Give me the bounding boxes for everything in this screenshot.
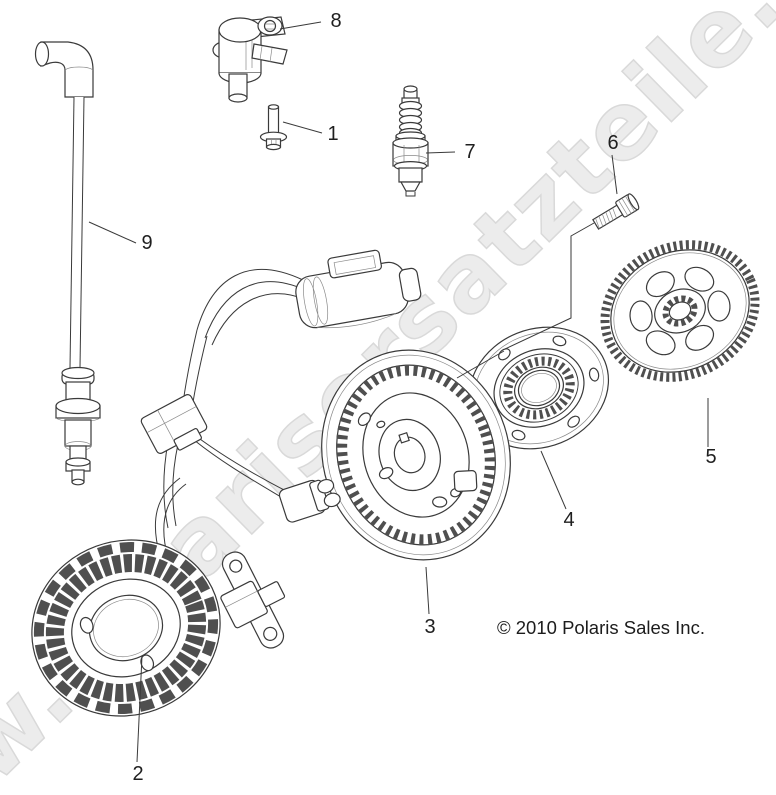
starter-gear-part bbox=[600, 240, 760, 382]
starter-clutch-part bbox=[468, 326, 610, 450]
stator-part bbox=[31, 539, 221, 717]
harness-main-connector bbox=[295, 249, 422, 329]
spark-plug-wire-part bbox=[34, 41, 101, 486]
harness-2pin-connector bbox=[278, 478, 341, 523]
flange-bolt-part bbox=[259, 104, 288, 151]
stator-harness bbox=[140, 249, 422, 649]
copyright-text: © 2010 Polaris Sales Inc. bbox=[497, 617, 705, 638]
callout-7: 7 bbox=[464, 141, 475, 163]
callout-9: 9 bbox=[141, 232, 152, 254]
callout-8: 8 bbox=[330, 10, 341, 32]
flywheel-part bbox=[321, 349, 511, 561]
callout-4: 4 bbox=[563, 509, 574, 531]
harness-clip bbox=[140, 394, 208, 454]
leader-lines bbox=[88, 21, 709, 763]
knurled-screw-part bbox=[592, 193, 640, 230]
callout-3: 3 bbox=[424, 616, 435, 638]
callout-5: 5 bbox=[705, 446, 716, 468]
callout-6: 6 bbox=[607, 132, 618, 154]
callout-2: 2 bbox=[132, 763, 143, 785]
callout-1: 1 bbox=[327, 123, 338, 145]
stator-bracket bbox=[220, 551, 286, 649]
ignition-coil-part bbox=[212, 16, 288, 103]
spark-plug-part bbox=[392, 85, 429, 197]
